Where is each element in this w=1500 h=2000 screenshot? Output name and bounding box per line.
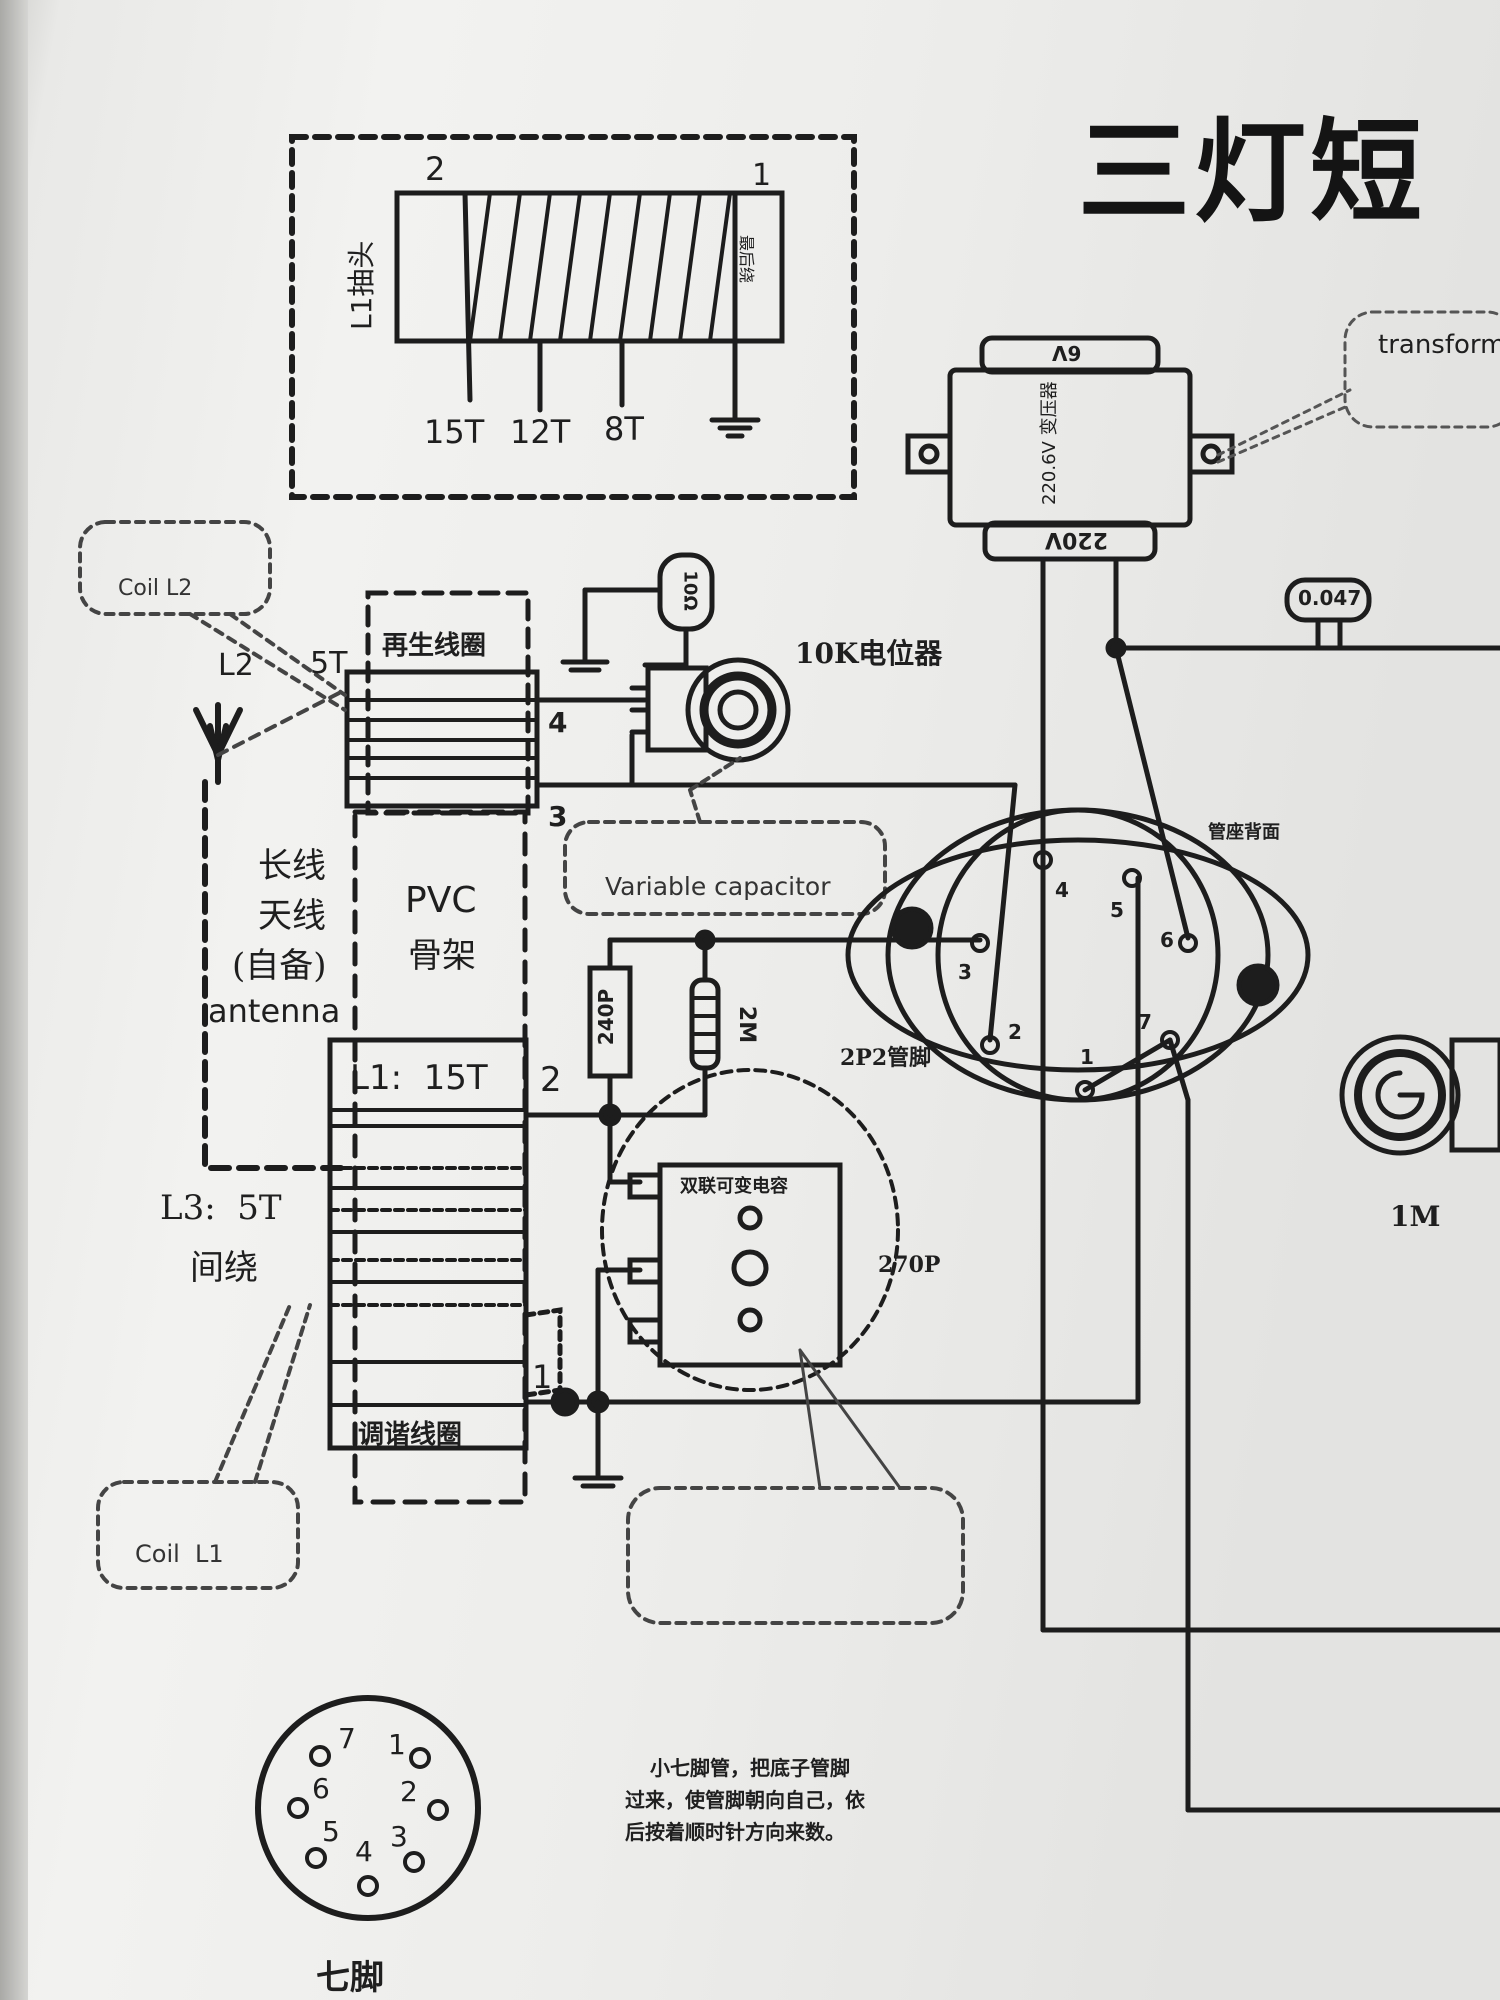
tuning-coil-pin-2: 2: [540, 1060, 562, 1100]
pvc-frame-line-1: PVC: [405, 880, 477, 921]
pinout-label: 七脚: [316, 1958, 384, 1998]
resistor-2m-body: [689, 977, 721, 1071]
pinout-note-line-3: 后按着顺时针方向来数。: [625, 1820, 845, 1844]
coil-l2-callout: [78, 520, 272, 616]
resistor-2m-label: 2M: [734, 1005, 760, 1044]
regen-coil-l2: L2: [218, 648, 254, 683]
variable-capacitor-callout-2: [626, 1486, 965, 1625]
tuning-var-cap-icon: [627, 1162, 843, 1368]
transformer-secondary-label: 6V: [1052, 341, 1082, 365]
tube-pin-7: 7: [1138, 1010, 1152, 1034]
l1-tap-coil-body: [394, 190, 785, 344]
regen-coil-label: 再生线圈: [382, 631, 487, 661]
tube-pins: [970, 850, 1198, 1100]
tuning-var-cap-outline: [600, 1068, 900, 1392]
regen-coil-turns: 5T: [310, 646, 348, 681]
l1-tap-pin-2: 2: [425, 150, 446, 188]
tube-pin-5: 5: [1110, 898, 1124, 922]
variable-capacitor-callout-1: [563, 820, 887, 916]
l3-coil-label: L3: 5T: [160, 1188, 282, 1228]
tube-label: 2P2管脚: [840, 1045, 932, 1071]
tuning-coil-body: [327, 1037, 529, 1451]
transformer-icon: [905, 335, 1235, 562]
tuning-coil-pin-1: 1: [532, 1358, 553, 1396]
tuning-var-cap-value: 270P: [878, 1252, 941, 1278]
pinout-circle: [255, 1695, 481, 1921]
l3-coil-note: 间绕: [190, 1248, 258, 1288]
cap-0047-label: 0.047: [1298, 586, 1362, 610]
pvc-frame-line-2: 骨架: [408, 936, 476, 976]
page-title: 三灯短: [1078, 108, 1426, 238]
paper-edge: [0, 0, 28, 2000]
tube-pin-6: 6: [1160, 928, 1174, 952]
pinout-note-line-1: 小七脚管，把底子管脚: [650, 1756, 850, 1780]
tube-pin-3: 3: [958, 960, 972, 984]
transformer-callout-label: transform: [1378, 330, 1500, 360]
antenna-line-1: 长线: [258, 846, 326, 886]
coil-l1-callout-label: Coil L1: [135, 1540, 224, 1568]
pinout-pin-1: 1: [388, 1728, 406, 1761]
l1-tap-pin-1: 1: [752, 158, 772, 193]
transformer-primary-label: 220V: [1045, 527, 1108, 552]
l1-tap-8t: 8T: [604, 410, 644, 448]
antenna-line-3: (自备): [232, 946, 327, 986]
pinout-pin-6: 6: [312, 1772, 330, 1805]
transformer-callout-pointer: [1216, 388, 1352, 464]
antenna-icon: [193, 702, 243, 785]
resistor-10-ohm-label: 10Ω: [679, 570, 701, 611]
tuning-var-cap-body-label: 双联可变电容: [680, 1176, 788, 1197]
antenna-line-2: 天线: [258, 896, 326, 936]
coil-l1-callout: [96, 1480, 300, 1590]
transformer-callout: [1343, 310, 1500, 429]
regen-coil-frame: [365, 590, 531, 816]
l1-tap-windings: [468, 191, 732, 343]
antenna-line-4: antenna: [208, 992, 341, 1030]
tube-pin-4: 4: [1055, 878, 1069, 902]
pinout-pin-3: 3: [390, 1820, 408, 1853]
coil-l2-callout-label: Coil L2: [118, 576, 193, 601]
pinout-pin-7: 7: [338, 1722, 356, 1755]
potentiometer-label: 10K电位器: [795, 637, 943, 670]
pot-1m-label: 1M: [1390, 1200, 1441, 1233]
cap-240p-label: 240P: [594, 988, 619, 1046]
regen-coil-pin-4: 4: [548, 706, 568, 739]
cap-0047-body: [1284, 577, 1372, 623]
l1-tap-15t: 15T: [424, 413, 485, 451]
pot-1m-icon: [1339, 1034, 1500, 1156]
potentiometer-10k-icon: [629, 657, 791, 763]
pot-ground-icon: [560, 659, 610, 673]
variable-capacitor-callout-1-label: Variable capacitor: [605, 872, 831, 901]
pinout-pins: [287, 1745, 449, 1897]
coil-ground-icon: [572, 1475, 624, 1489]
tuning-coil-bottom-label: 调谐线圈: [358, 1420, 463, 1450]
regen-coil-pin-3: 3: [548, 800, 568, 833]
l1-tap-label: L1抽头: [345, 240, 378, 330]
pinout-note-line-2: 过来，使管脚朝向自己，依: [625, 1788, 865, 1812]
l1-tap-ground-icon: [709, 417, 761, 439]
tuning-coil-label: L1: 15T: [350, 1058, 488, 1098]
l1-tap-box: [289, 134, 857, 500]
pinout-pin-5: 5: [322, 1815, 340, 1848]
tube-socket-label: 管座背面: [1208, 822, 1280, 843]
tube-pin-2: 2: [1008, 1020, 1022, 1044]
tube-pin-1: 1: [1080, 1045, 1094, 1069]
pinout-pin-4: 4: [355, 1835, 373, 1868]
l1-tap-12t: 12T: [510, 413, 571, 451]
tube-socket-icon: [845, 807, 1311, 1103]
transformer-body-label: 220.6V 变压器: [1039, 381, 1060, 505]
l1-tap-end-text: 最后绕: [737, 235, 756, 284]
pinout-pin-2: 2: [400, 1775, 418, 1808]
